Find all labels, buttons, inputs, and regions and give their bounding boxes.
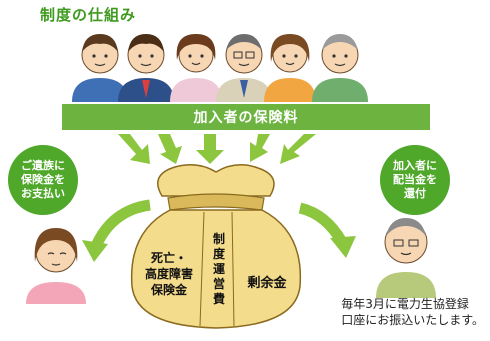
payout-circle: ご遺族に 保険金を お支払い <box>8 145 78 215</box>
opcost-char-1: 制 <box>212 232 225 246</box>
refund-note: 毎年3月に電力生協登録 口座にお振込いたします。 <box>341 296 484 328</box>
bag-surplus-section: 剰余金 <box>247 276 287 291</box>
opcost-char-3: 運 <box>212 262 225 276</box>
member-5-figure <box>264 34 316 102</box>
opcost-char-5: 費 <box>212 292 225 306</box>
payout-line-2: 保険金を <box>21 173 65 186</box>
left-curved-arrow-head <box>82 240 108 262</box>
diagram-title: 制度の仕組み <box>40 6 137 24</box>
member-4-figure <box>216 34 272 102</box>
payout-line-3: お支払い <box>21 187 65 200</box>
money-bag <box>130 164 302 329</box>
opcost-char-2: 度 <box>212 247 225 261</box>
right-curved-arrow-head <box>330 236 356 258</box>
bag-operating-cost-section: 制 度 運 営 費 <box>206 232 232 307</box>
right-recipient-figure <box>376 218 436 298</box>
refund-line-1: 加入者に <box>393 159 437 172</box>
refund-line-3: 還付 <box>404 187 426 200</box>
opcost-char-4: 営 <box>212 277 225 291</box>
death-line-1: 死亡・ <box>150 251 187 265</box>
payout-line-1: ご遺族に <box>21 159 65 172</box>
member-2-figure <box>118 34 174 102</box>
note-line-2: 口座にお振込いたします。 <box>341 313 484 327</box>
note-line-1: 毎年3月に電力生協登録 <box>341 297 469 311</box>
member-1-figure <box>72 34 128 102</box>
bag-death-disability-section: 死亡・ 高度障害 保険金 <box>136 250 202 298</box>
left-recipient-figure <box>26 228 86 304</box>
refund-circle: 加入者に 配当金を 還付 <box>380 145 450 215</box>
death-line-3: 保険金 <box>150 283 187 297</box>
member-3-figure <box>170 34 222 102</box>
death-line-2: 高度障害 <box>144 267 193 281</box>
down-arrows <box>118 134 316 164</box>
member-6-figure <box>312 34 368 102</box>
premium-bar: 加入者の保険料 <box>62 104 430 130</box>
premium-bar-label: 加入者の保険料 <box>193 110 299 126</box>
refund-line-2: 配当金を <box>393 173 437 186</box>
